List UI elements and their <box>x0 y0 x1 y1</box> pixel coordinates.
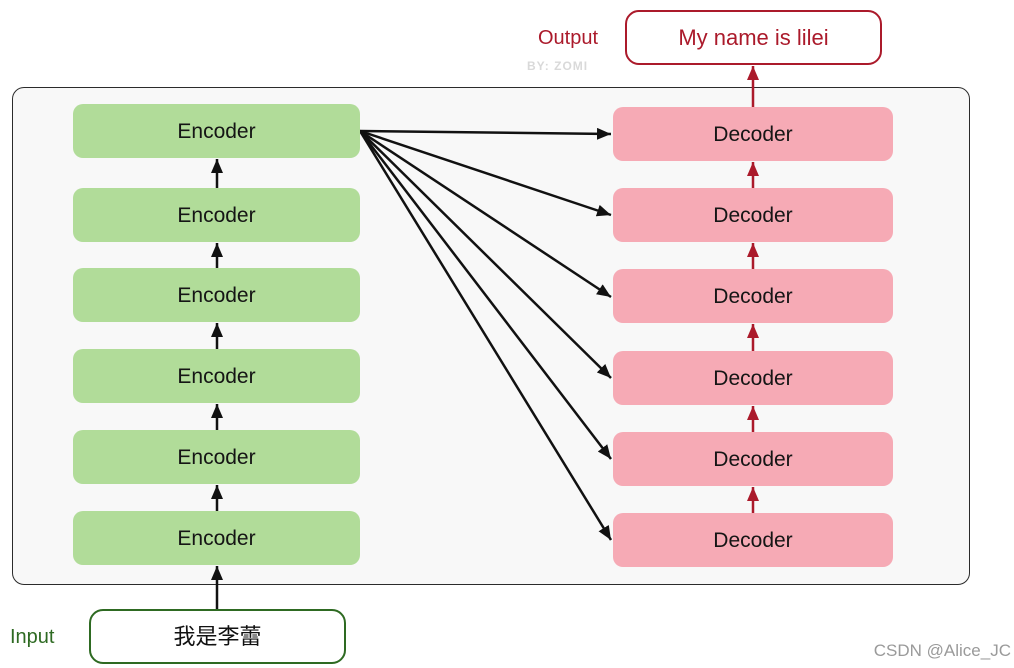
decoder-block: Decoder <box>613 107 893 161</box>
encoder-label: Encoder <box>177 203 256 227</box>
credit-text: CSDN @Alice_JC <box>873 641 1011 660</box>
decoder-label: Decoder <box>713 122 793 146</box>
encoder-label: Encoder <box>177 364 256 388</box>
model-container <box>12 87 970 585</box>
encoder-block: Encoder <box>73 511 360 565</box>
encoder-label: Encoder <box>177 445 256 469</box>
decoder-label: Decoder <box>713 447 793 471</box>
decoder-label: Decoder <box>713 528 793 552</box>
output-box: My name is lilei <box>625 10 882 65</box>
encoder-to-decoder-arrow <box>359 127 612 140</box>
encoder-label: Encoder <box>177 526 256 550</box>
encoder-to-decoder-arrow <box>359 130 612 460</box>
decoder-block: Decoder <box>613 188 893 242</box>
decoder-block: Decoder <box>613 351 893 405</box>
output-text: My name is lilei <box>678 24 829 50</box>
decoder-label: Decoder <box>713 284 793 308</box>
decoder-block: Decoder <box>613 432 893 486</box>
encoder-to-decoder-arrow <box>359 130 612 379</box>
encoder-to-decoder-arrow <box>359 129 612 217</box>
encoder-block: Encoder <box>73 349 360 403</box>
encoder-to-decoder-arrow <box>358 130 613 541</box>
encoder-block: Encoder <box>73 104 360 158</box>
encoder-label: Encoder <box>177 119 256 143</box>
watermark-text: BY: ZOMI <box>527 59 589 73</box>
decoder-label: Decoder <box>713 203 793 227</box>
decoder-block: Decoder <box>613 269 893 323</box>
output-label: Output <box>538 27 599 49</box>
encoder-label: Encoder <box>177 283 256 307</box>
decoder-label: Decoder <box>713 366 793 390</box>
decoder-block: Decoder <box>613 513 893 567</box>
input-label: Input <box>10 626 55 648</box>
encoder-block: Encoder <box>73 430 360 484</box>
encoder-block: Encoder <box>73 268 360 322</box>
input-text: 我是李蕾 <box>173 623 262 649</box>
encoder-block: Encoder <box>73 188 360 242</box>
encoder-to-decoder-arrow <box>359 129 612 299</box>
input-box: 我是李蕾 <box>89 609 346 664</box>
